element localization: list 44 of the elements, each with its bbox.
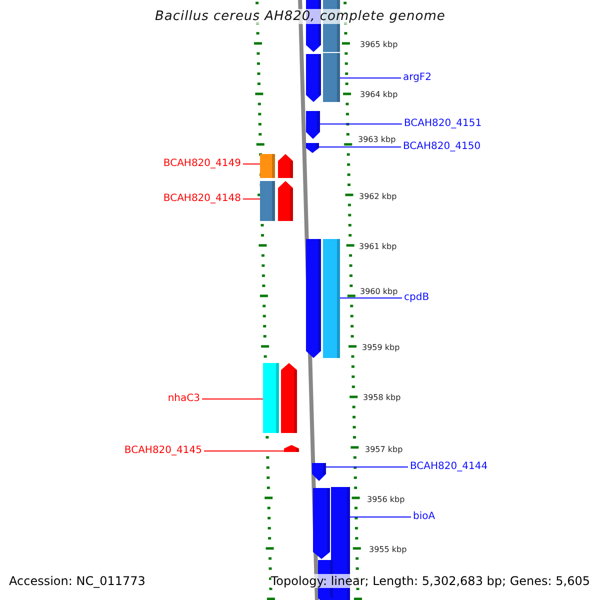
leader-line [202,398,264,400]
scale-label: 3962 kbp [359,192,397,202]
gene-label: BCAH820_4145 [124,445,202,457]
gene-bar [260,181,275,221]
gene-label: bioA [413,511,436,523]
gene-bar [260,154,275,178]
gene-block [278,154,293,178]
leader-line [242,198,260,200]
gene-block [281,363,297,433]
gene-block [306,111,320,139]
scale-label: 3959 kbp [362,343,400,353]
gene-label: cpdB [404,292,430,304]
leader-line [204,450,284,452]
gene-label: BCAH820_4150 [403,141,481,153]
footer-text: Topology: linear; Length: 5,302,683 bp; Genes: 5,605 [270,574,590,588]
scale-label: 3961 kbp [359,242,397,252]
gene-label: BCAH820_4151 [404,118,482,130]
leader-line [318,146,402,148]
gene-label: BCAH820_4144 [410,461,488,473]
gene-bar [323,239,340,358]
scale-label: 3964 kbp [360,90,398,100]
footer-text: Accession: NC_011773 [9,574,146,588]
gene-block [306,239,321,358]
scale-label: 3957 kbp [365,445,403,455]
scale-label: 3960 kbp [360,287,398,297]
gene-block [284,445,299,452]
gene-label: nhaC3 [168,393,200,405]
gene-bar [323,53,340,102]
gene-label: argF2 [403,72,432,84]
gene-block [278,181,293,221]
scale-label: 3956 kbp [367,495,405,505]
gene-bar [263,363,279,433]
title: Bacillus cereus AH820, complete genome [155,9,446,24]
gene-label: BCAH820_4148 [163,193,241,205]
leader-line [350,516,412,518]
scale-label: 3965 kbp [360,40,398,50]
scale-label: 3955 kbp [369,545,407,555]
gene-block [306,54,321,102]
gene-label: BCAH820_4149 [163,158,241,170]
scale-label: 3963 kbp [358,135,396,145]
scale-label: 3958 kbp [363,393,401,403]
leader-line [326,466,408,468]
gene-block [312,463,326,481]
gene-block [306,143,319,153]
